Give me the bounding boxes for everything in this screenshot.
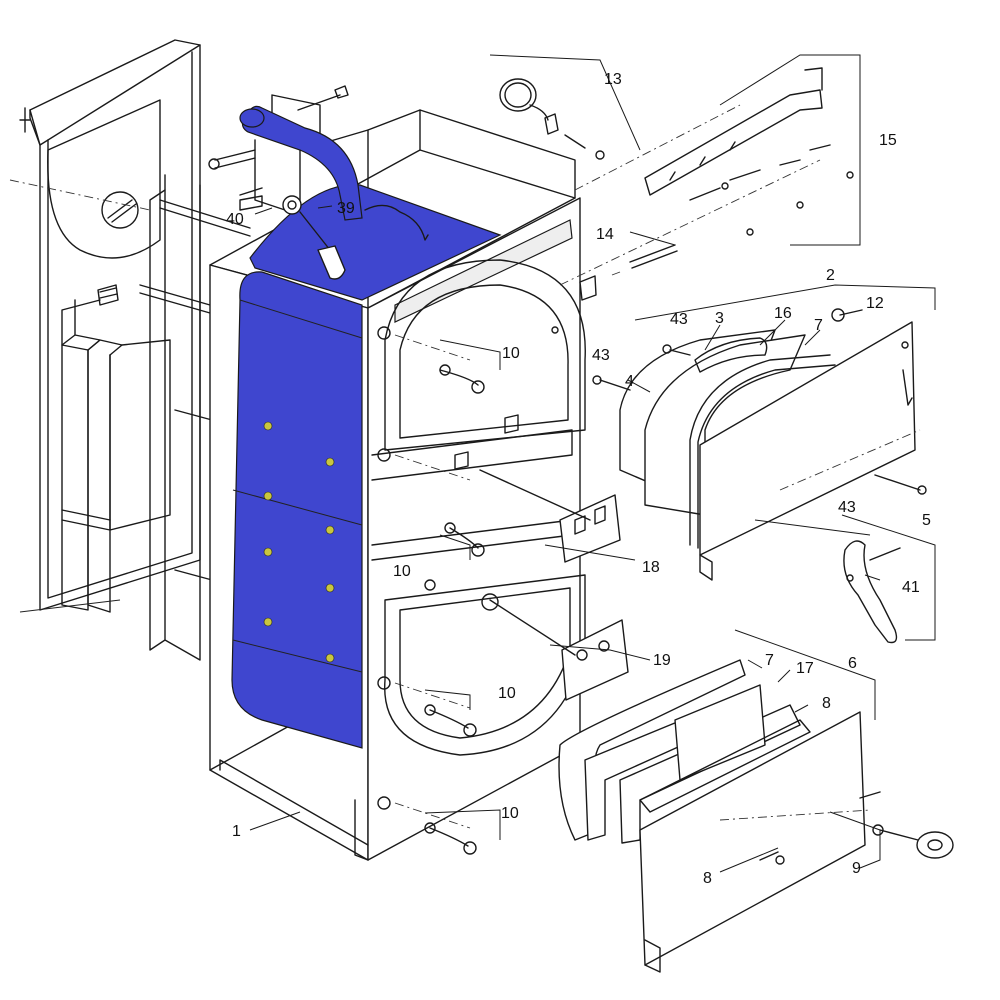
highlighted-heat-exchanger <box>231 105 502 749</box>
callout-5: 5 <box>922 512 931 529</box>
callout-8b: 8 <box>703 870 712 887</box>
callout-7b: 7 <box>765 652 774 669</box>
callout-leaders <box>249 54 936 873</box>
callout-2: 2 <box>826 267 835 284</box>
callout-9: 9 <box>852 860 861 877</box>
callout-43b: 43 <box>592 347 610 364</box>
sensor-cable <box>499 78 605 160</box>
callout-10d: 10 <box>501 805 519 822</box>
rear-cabinet-frame <box>9 39 251 661</box>
callout-15: 15 <box>879 132 897 149</box>
lower-door-assembly <box>558 659 954 973</box>
door-handle <box>843 540 901 644</box>
callout-10a: 10 <box>502 345 520 362</box>
callout-17: 17 <box>796 660 814 677</box>
callout-43a: 43 <box>670 311 688 328</box>
callout-8a: 8 <box>822 695 831 712</box>
callout-4: 4 <box>625 373 634 390</box>
callout-10b: 10 <box>393 563 411 580</box>
sensor-fittings <box>239 187 429 280</box>
callout-3: 3 <box>715 310 724 327</box>
callout-43c: 43 <box>838 499 856 516</box>
callout-16: 16 <box>774 305 792 322</box>
callout-14: 14 <box>596 226 614 243</box>
pin-clip <box>579 244 678 301</box>
callout-1: 1 <box>232 823 241 840</box>
callout-19: 19 <box>653 652 671 669</box>
assembly-lines <box>394 104 821 829</box>
callout-labels: 1 2 3 4 5 6 7 7 8 8 9 10 10 10 10 12 13 … <box>226 71 931 887</box>
mounting-plates <box>479 469 629 701</box>
upper-door-assembly <box>592 308 927 581</box>
callout-13: 13 <box>604 71 622 88</box>
callout-7a: 7 <box>814 317 823 334</box>
callout-41: 41 <box>902 579 920 596</box>
callout-18: 18 <box>642 559 660 576</box>
bracket-rail <box>644 67 854 236</box>
callout-10c: 10 <box>498 685 516 702</box>
callout-40: 40 <box>226 211 244 228</box>
callout-39: 39 <box>337 200 355 217</box>
door-studs <box>424 364 485 855</box>
callout-12: 12 <box>866 295 884 312</box>
callout-6: 6 <box>848 655 857 672</box>
